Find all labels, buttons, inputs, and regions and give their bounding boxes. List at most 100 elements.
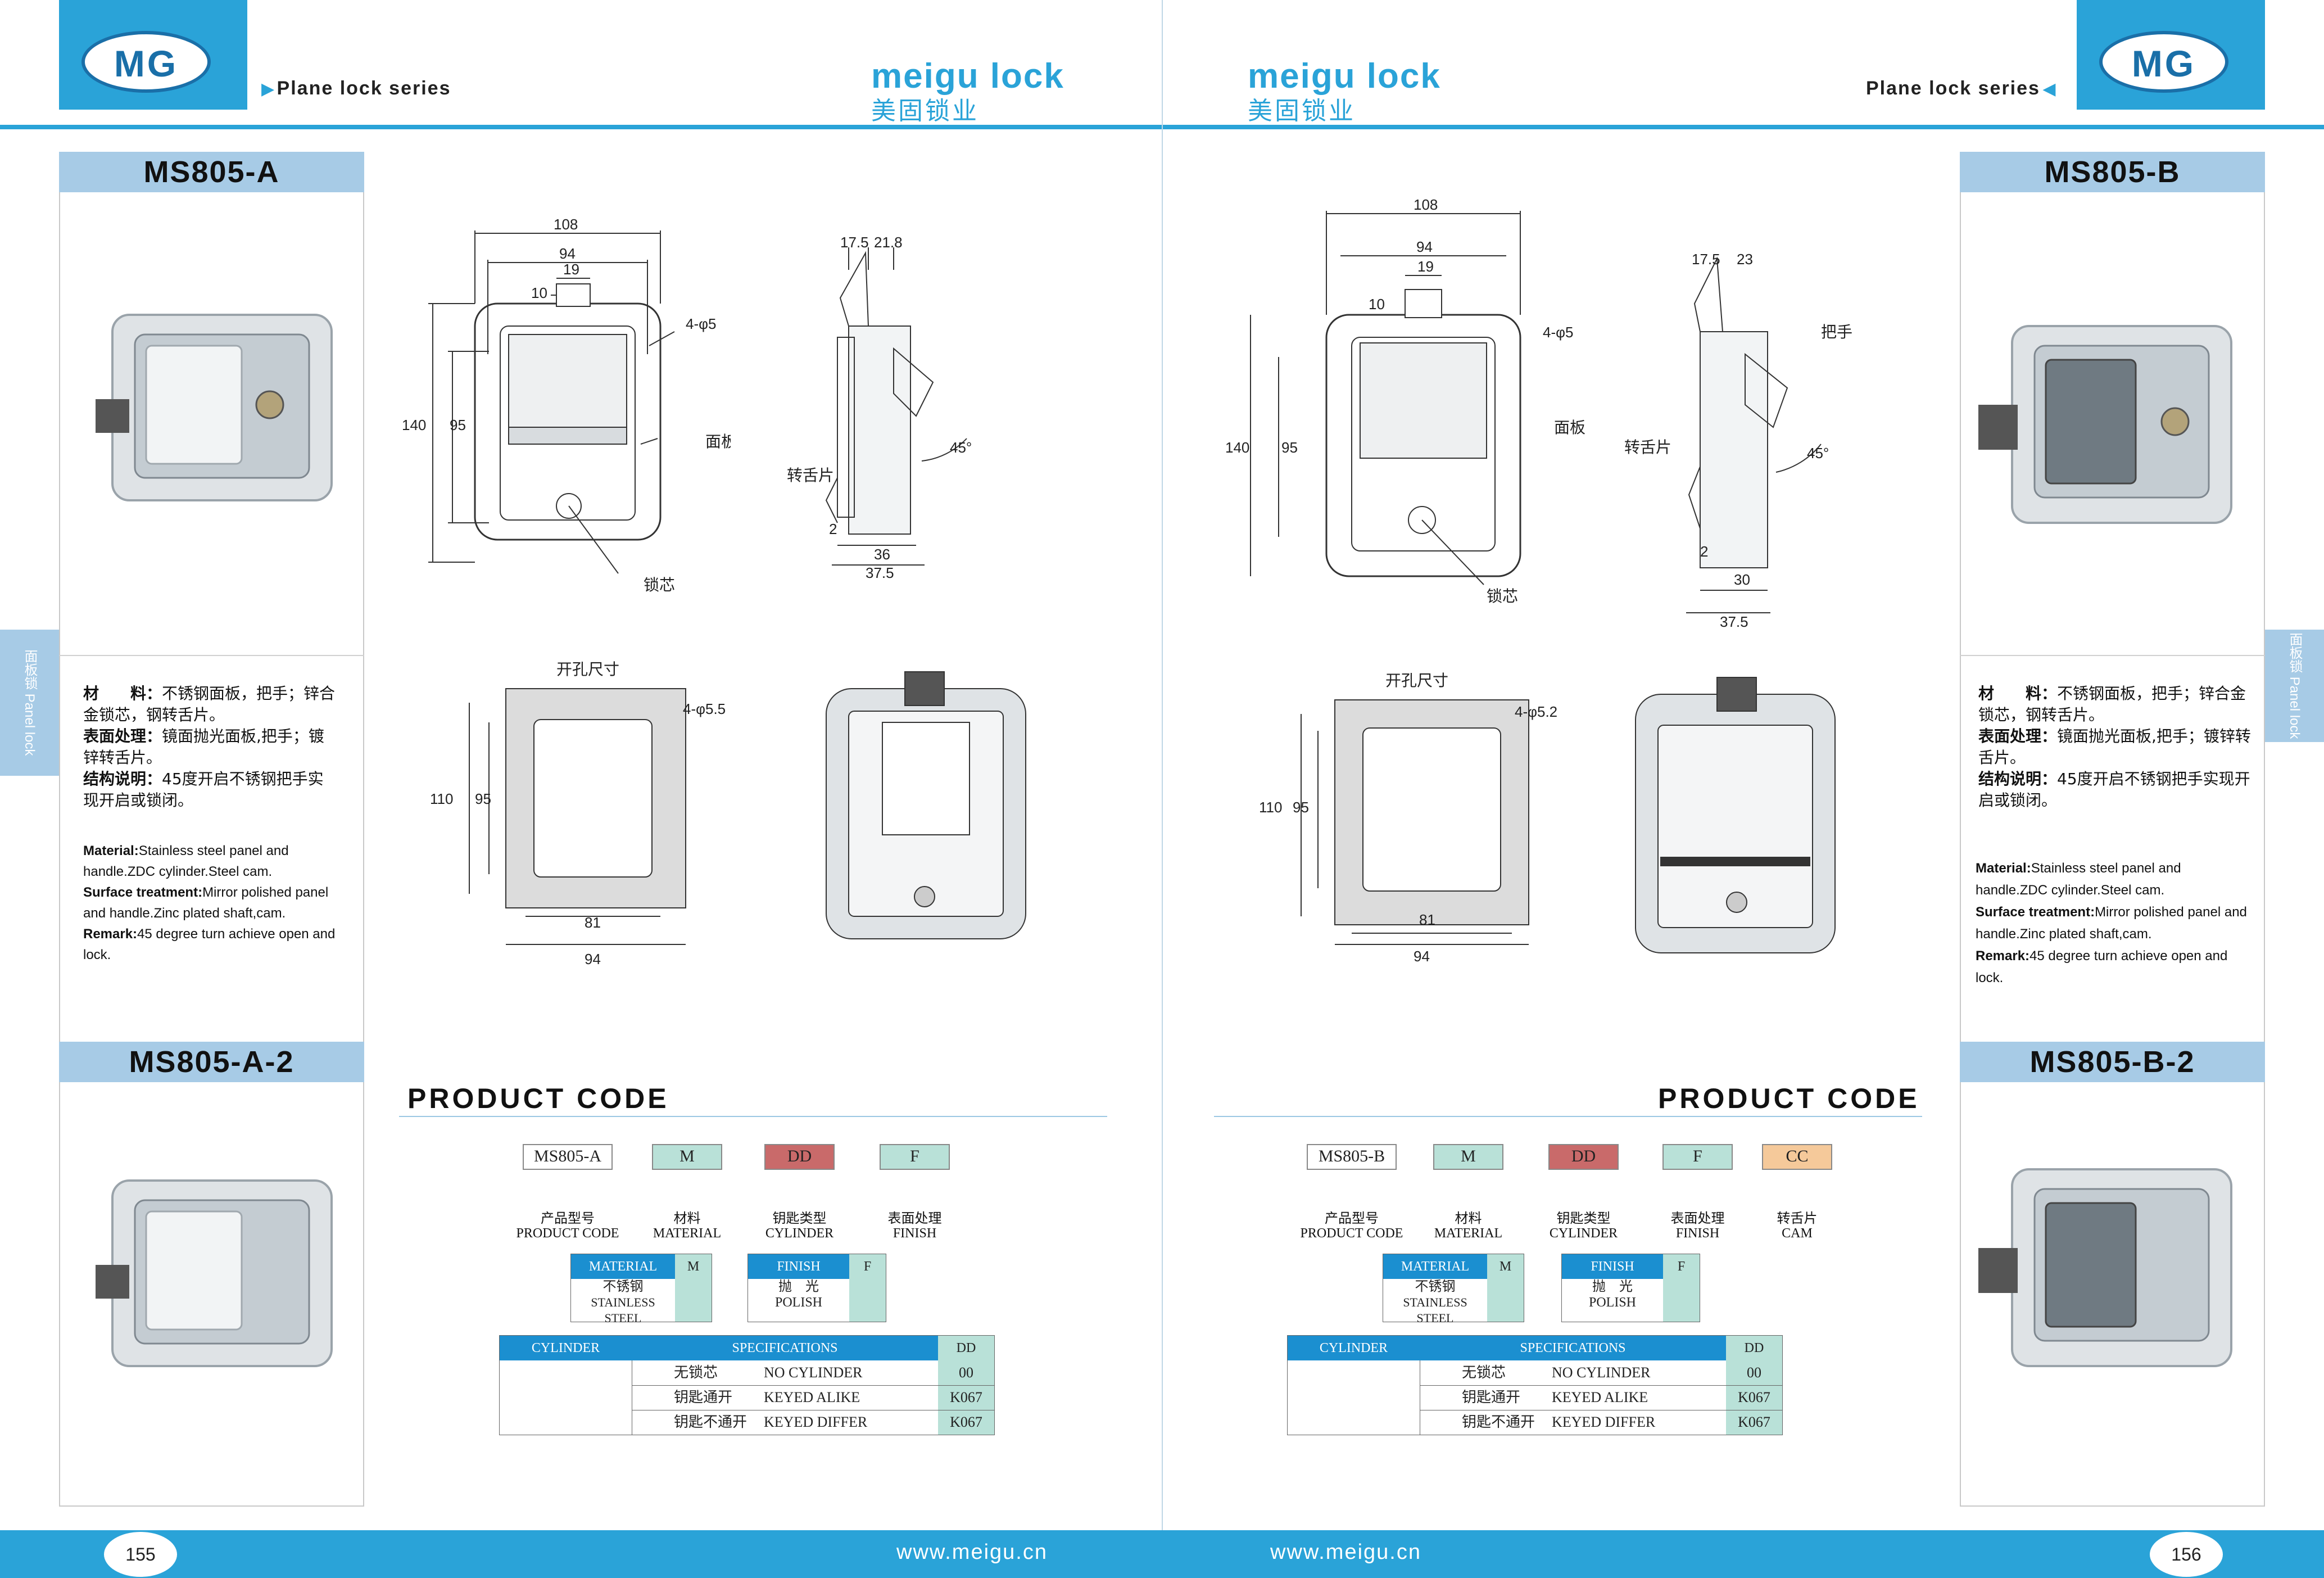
dim-cutout-95: 95 [475,790,491,807]
code-finish-b: F [1662,1144,1733,1170]
dim-37-5-b: 37.5 [1720,613,1748,630]
side-tab-left: 面板锁 Panel lock [0,630,59,776]
drawing-back-b [1635,677,1836,953]
model-title-a2: MS805-A-2 [59,1042,364,1082]
dim-37-5: 37.5 [866,564,894,581]
model-title-b: MS805-B [1960,152,2265,192]
label-cylinder-b: 锁芯 [1487,587,1518,605]
code-cam-b: CC [1762,1144,1832,1170]
product-code-rule-a [399,1116,1107,1117]
dim-17-5: 17.5 [840,236,869,251]
drawing-front-b: 108 94 19 10 4-φ5 140 95 面板 锁芯 [1225,196,1585,605]
spec-cn-b: 材 料：不锈钢面板，把手；锌合金锁芯，钢转舌片。 表面处理：镜面抛光面板,把手；… [1978,684,2251,810]
side-tab-right: 面板锁 Panel lock [2265,630,2324,742]
spec-en-a: Material:Stainless steel panel and handl… [83,843,336,962]
panel-divider-b [1960,655,2265,656]
label-cutout-b: 开孔尺寸 [1385,671,1448,690]
dim-108: 108 [554,216,578,233]
logo-box-left: MG [59,0,247,110]
code-finish-a: F [880,1144,950,1170]
product-photo-a2 [96,1169,337,1383]
drawing-back-a [826,671,1026,939]
dim-holes: 4-φ5 [686,315,716,332]
dim-cutout-holes: 4-φ5.5 [683,700,726,717]
dim-2: 2 [829,521,837,537]
brand-logo-right: meigu lock 美固锁业 [1248,57,1441,125]
model-title-a: MS805-A [59,152,364,192]
series-title-left: ▶ Plane lock series [261,78,451,99]
series-title-right: Plane lock series ◀ [1866,78,2056,99]
dim-94-b: 94 [1416,238,1433,255]
dim-81-b: 81 [1419,911,1435,928]
code-cylinder-b: DD [1548,1144,1619,1170]
code-material-b: M [1433,1144,1503,1170]
dim-10-b: 10 [1369,296,1385,313]
dim-19-b: 19 [1417,258,1434,275]
dim-17-5-b: 17.5 [1692,251,1720,268]
code-material-a: M [652,1144,722,1170]
product-code-title-a: PRODUCT CODE [407,1083,669,1114]
drawing-cutout-b: 开孔尺寸 4-φ5.2 110 95 81 94 [1259,671,1557,965]
dim-94: 94 [559,245,576,262]
dim-110-b: 110 [1259,799,1282,816]
model-title-b2: MS805-B-2 [1960,1042,2265,1082]
dim-angle-b: 45° [1807,445,1829,462]
triangle-left-icon: ◀ [2042,80,2056,98]
dim-2-b: 2 [1700,543,1708,560]
footer-url-left[interactable]: www.meigu.cn [896,1540,1048,1564]
label-handle-b: 把手 [1821,323,1852,341]
spec-cn-a: 材 料：不锈钢面板，把手；锌合金锁芯，钢转舌片。 表面处理：镜面抛光面板,把手；… [83,684,336,810]
dim-cutout-holes-b: 4-φ5.2 [1515,703,1557,720]
brand-logo-left: meigu lock 美固锁业 [871,57,1064,125]
dim-81: 81 [585,914,601,931]
dim-cutout-95-b: 95 [1293,799,1309,816]
dim-108-b: 108 [1414,196,1438,213]
dim-110: 110 [430,790,453,807]
label-cam-b: 转舌片 [1624,438,1671,456]
dim-angle: 45° [950,439,972,456]
footer-bar [0,1530,2324,1578]
spec-en-b: Material:Stainless steel panel and handl… [1976,861,2247,985]
triangle-right-icon: ▶ [261,80,275,98]
dim-95-b: 95 [1281,439,1298,456]
page-number-right: 156 [2150,1532,2223,1577]
dim-10: 10 [531,284,547,301]
product-photo-b [1978,315,2243,540]
panel-divider-a [59,655,364,656]
product-code-title-b: PRODUCT CODE [1658,1083,1920,1114]
code-cylinder-a: DD [764,1144,835,1170]
center-fold [1162,0,1163,1578]
product-code-rule-b [1214,1116,1922,1117]
logo-box-right: MG [2077,0,2265,110]
label-panel-b: 面板 [1554,418,1585,437]
code-model-b: MS805-B [1307,1144,1397,1170]
dim-cutout-94-b: 94 [1414,948,1430,965]
mg-logo-right: MG [2099,31,2228,93]
footer-url-right[interactable]: www.meigu.cn [1270,1540,1421,1564]
mg-logo-left: MG [81,31,211,93]
dim-19: 19 [563,261,579,278]
dim-cutout-94: 94 [585,951,601,967]
dim-36: 36 [874,546,890,563]
dim-30-b: 30 [1734,571,1750,588]
code-model-a: MS805-A [523,1144,613,1170]
label-cutout: 开孔尺寸 [556,660,619,679]
product-photo-b2 [1978,1158,2243,1383]
